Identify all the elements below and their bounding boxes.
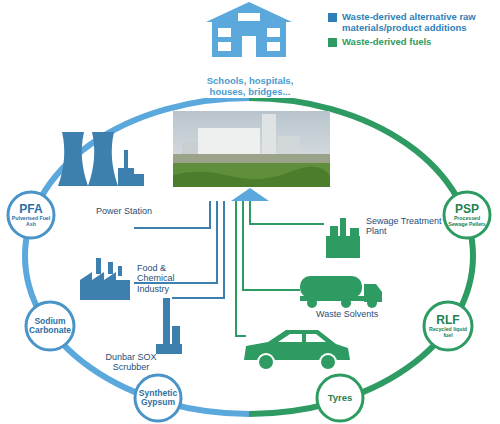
source-label: Sewage Treatment Plant <box>366 216 446 237</box>
photo-foliage <box>173 167 330 187</box>
chimney <box>96 258 101 274</box>
scrubber-icon <box>156 298 182 354</box>
tank <box>350 228 359 236</box>
photo-building <box>182 142 198 156</box>
wheel <box>307 298 317 308</box>
node-title: PSP <box>455 203 479 216</box>
material-circle: PSPProcessed Sewage Pellets <box>442 190 492 240</box>
wheel <box>320 354 336 370</box>
source-label: Dunbar SOX Scrubber <box>104 352 158 373</box>
cement-works-photo <box>173 111 330 187</box>
legend-swatch <box>328 38 337 47</box>
chimney <box>124 150 128 168</box>
circle-shape <box>135 375 181 421</box>
house-door <box>242 36 256 57</box>
legend-item: Waste-derived alternative raw materials/… <box>328 12 496 34</box>
tanker-tank <box>300 276 362 298</box>
node-title: Tyres <box>328 393 353 403</box>
material-circle: PFAPulverised Fuel Ash <box>6 190 56 240</box>
photo-sky <box>173 111 330 187</box>
leader-line <box>250 201 324 224</box>
circle-shape <box>317 375 363 421</box>
node-subtitle: Pulverised Fuel Ash <box>10 216 52 227</box>
scrubber-base <box>156 344 182 354</box>
house-window <box>267 42 280 51</box>
circle-shape <box>26 302 74 350</box>
circle-shape <box>444 192 490 238</box>
house-window <box>267 28 280 37</box>
house-window <box>218 28 231 37</box>
photo-building <box>278 136 300 156</box>
turbine-hall <box>118 168 134 186</box>
factory-icon <box>80 258 130 300</box>
cooling-tower <box>58 132 88 186</box>
plant-body <box>326 236 360 258</box>
source-label: Power Station <box>96 206 176 216</box>
factory-body <box>80 272 130 300</box>
house-body <box>212 22 286 57</box>
photo-tower <box>262 114 276 156</box>
tanker-icon <box>300 276 382 308</box>
source-label: Schools, hospitals, houses, bridges... <box>188 76 312 98</box>
scrubber-unit <box>172 326 180 344</box>
wheel <box>258 354 274 370</box>
leader-line <box>236 201 246 336</box>
material-circle: Tyres <box>315 373 365 423</box>
node-subtitle: Processed Sewage Pellets <box>446 216 488 227</box>
leader-line <box>172 201 224 298</box>
material-circle: Sodium Carbonate <box>24 300 76 352</box>
chimney <box>340 218 346 236</box>
node-title: Synthetic Gypsum <box>137 389 179 407</box>
legend-text: Waste-derived fuels <box>342 37 431 48</box>
photo-field <box>173 154 330 164</box>
node-subtitle: Recycled liquid fuel <box>426 327 470 338</box>
car-icon <box>244 330 350 370</box>
car-window <box>278 334 302 342</box>
wheel <box>341 298 351 308</box>
wheel <box>367 298 377 308</box>
node-title: Sodium Carbonate <box>28 317 72 335</box>
photo-grass <box>173 163 330 187</box>
legend-text: Waste-derived alternative raw materials/… <box>342 12 496 34</box>
tank <box>330 226 338 236</box>
sewage-plant-icon <box>326 218 360 258</box>
upward-arrow <box>231 188 269 201</box>
photo-building <box>198 128 260 156</box>
cooling-tower <box>88 132 118 186</box>
source-label: Food & Chemical Industry <box>137 263 203 294</box>
leader-line <box>243 201 300 290</box>
material-circle: RLFRecycled liquid fuel <box>422 300 474 352</box>
house-icon <box>206 2 292 57</box>
node-title: RLF <box>436 314 459 327</box>
ring-green-half <box>249 98 473 414</box>
circle-shape <box>424 302 472 350</box>
material-circle: Synthetic Gypsum <box>133 373 183 423</box>
legend-swatch <box>328 13 337 22</box>
source-label: Waste Solvents <box>316 309 396 319</box>
chimney <box>118 266 122 276</box>
node-title: PFA <box>19 203 42 216</box>
house-roof <box>206 2 292 22</box>
circle-shape <box>8 192 54 238</box>
building <box>134 174 144 186</box>
scrubber-stack <box>163 298 170 348</box>
house-attic <box>238 13 260 21</box>
leader-lines <box>134 201 324 336</box>
power-station-icon <box>58 132 144 186</box>
legend-item: Waste-derived fuels <box>328 37 496 48</box>
house-window <box>218 42 231 51</box>
chimney <box>108 262 113 274</box>
car-window <box>306 334 326 342</box>
